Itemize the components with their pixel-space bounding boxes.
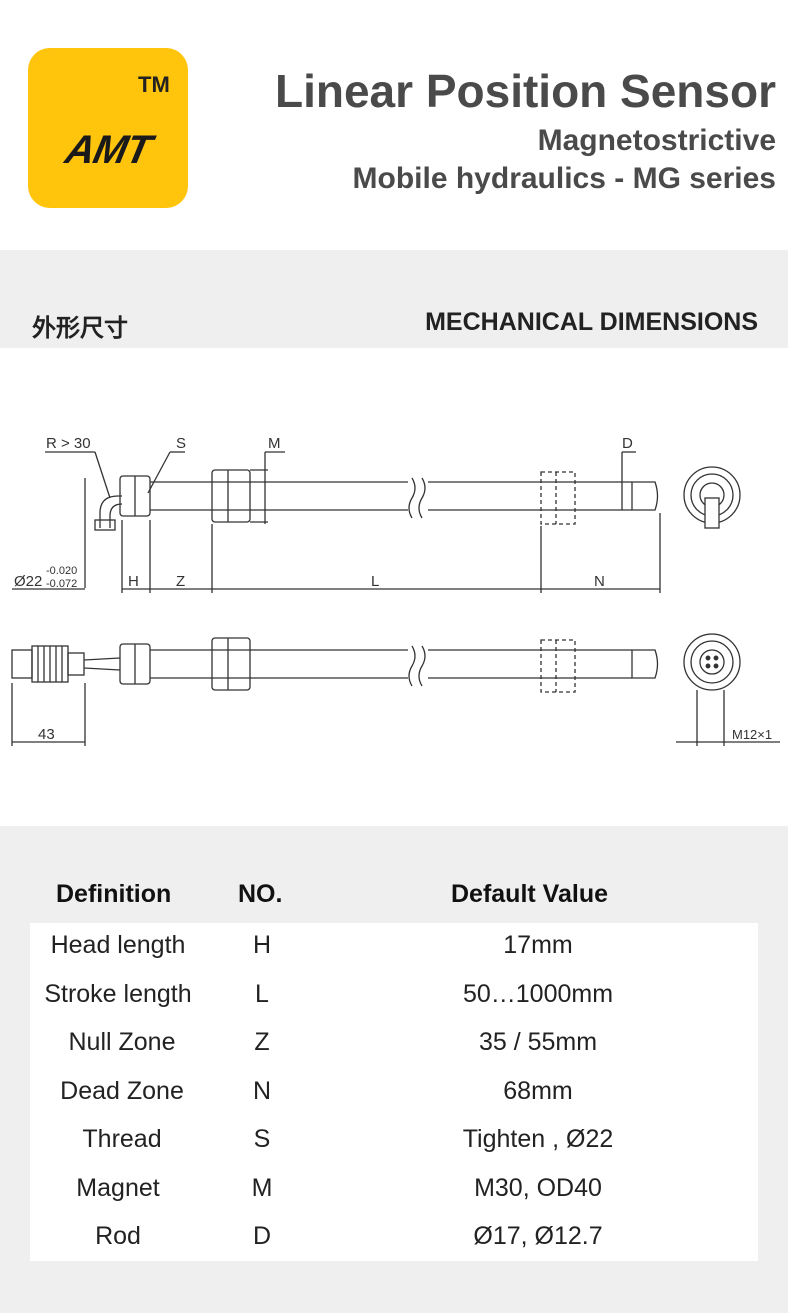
label-radius: R > 30	[46, 435, 91, 452]
page-title: Linear Position Sensor	[275, 65, 776, 117]
table-row: Head length H 17mm	[30, 923, 758, 971]
subtitle-technology: Magnetostrictive	[537, 124, 776, 157]
cell-value: 68mm	[503, 1077, 573, 1105]
subtitle-series: Mobile hydraulics - MG series	[352, 162, 776, 195]
cell-value: Ø17, Ø12.7	[473, 1222, 603, 1250]
cell-no: S	[253, 1125, 271, 1153]
header: TM AMT Linear Position Sensor Magnetostr…	[0, 0, 788, 250]
label-tolerance-upper: -0.020	[46, 565, 77, 577]
table-row: Thread S Tighten , Ø22	[30, 1117, 758, 1165]
cell-definition: Stroke length	[44, 980, 192, 1008]
label-H: H	[128, 573, 139, 590]
header-default-value: Default Value	[451, 880, 608, 908]
cable-bend	[99, 495, 122, 528]
section-header: 外形尺寸 MECHANICAL DIMENSIONS	[0, 250, 788, 348]
cable	[83, 657, 121, 671]
table-row: Rod D Ø17, Ø12.7	[30, 1214, 758, 1262]
label-M: M	[268, 435, 281, 452]
label-Z: Z	[176, 573, 185, 590]
spec-table: Definition NO. Default Value Head length…	[0, 826, 788, 1313]
cell-definition: Magnet	[76, 1174, 160, 1202]
cell-value: 35 / 55mm	[478, 1028, 598, 1056]
label-tolerance-lower: -0.072	[46, 578, 77, 590]
cell-no: D	[252, 1222, 272, 1250]
table-body: Head length H 17mm Stroke length L 50…10…	[30, 923, 758, 1261]
section-title-cn: 外形尺寸	[32, 315, 128, 342]
cell-no: M	[251, 1174, 273, 1202]
header-no: NO.	[238, 880, 283, 908]
amt-logo: TM AMT	[28, 48, 188, 208]
connector-cap	[11, 649, 33, 679]
cell-value: 50…1000mm	[462, 980, 614, 1008]
cable-end	[94, 519, 116, 531]
cell-definition: Rod	[95, 1222, 141, 1250]
rod-tip-bottom	[631, 649, 659, 679]
cell-value: 17mm	[503, 931, 573, 959]
label-L: L	[371, 573, 379, 590]
label-diameter: Ø22	[14, 573, 42, 590]
rod-tip-top	[631, 481, 659, 511]
table-row: Stroke length L 50…1000mm	[30, 972, 758, 1020]
cell-definition: Thread	[82, 1125, 162, 1153]
cell-no: N	[252, 1077, 272, 1105]
header-definition: Definition	[56, 880, 172, 908]
cell-definition: Null Zone	[68, 1028, 176, 1056]
logo-wordmark: AMT	[61, 128, 155, 172]
label-D: D	[622, 435, 633, 452]
magnet-end-position-bottom	[540, 639, 576, 693]
cell-value: Tighten , Ø22	[462, 1125, 614, 1153]
cell-definition: Dead Zone	[60, 1077, 184, 1105]
end-view-bottom	[683, 633, 741, 691]
table-row: Dead Zone N 68mm	[30, 1069, 758, 1117]
label-cable-length: 43	[38, 726, 55, 743]
cell-no: Z	[254, 1028, 270, 1056]
table-row: Null Zone Z 35 / 55mm	[30, 1020, 758, 1068]
trademark-mark: TM	[138, 72, 170, 97]
label-thread: M12×1	[732, 727, 772, 742]
label-S: S	[176, 435, 186, 452]
magnet-bottom	[211, 637, 251, 691]
label-N: N	[594, 573, 605, 590]
dimension-drawing-svg: R > 30 S M D H Z L N Ø22 -0.020 -0.072 4…	[11, 435, 780, 746]
magnet-end-position-top	[540, 471, 576, 525]
cell-value: M30, OD40	[474, 1174, 602, 1202]
table-row: Magnet M M30, OD40	[30, 1166, 758, 1214]
section-title-en: MECHANICAL DIMENSIONS	[425, 308, 758, 336]
cell-no: L	[255, 980, 269, 1008]
mechanical-drawing: R > 30 S M D H Z L N Ø22 -0.020 -0.072 4…	[0, 348, 788, 826]
cell-definition: Head length	[50, 931, 186, 959]
cell-no: H	[252, 931, 272, 959]
magnet-top	[211, 469, 251, 523]
table-header: Definition NO. Default Value	[0, 880, 788, 924]
